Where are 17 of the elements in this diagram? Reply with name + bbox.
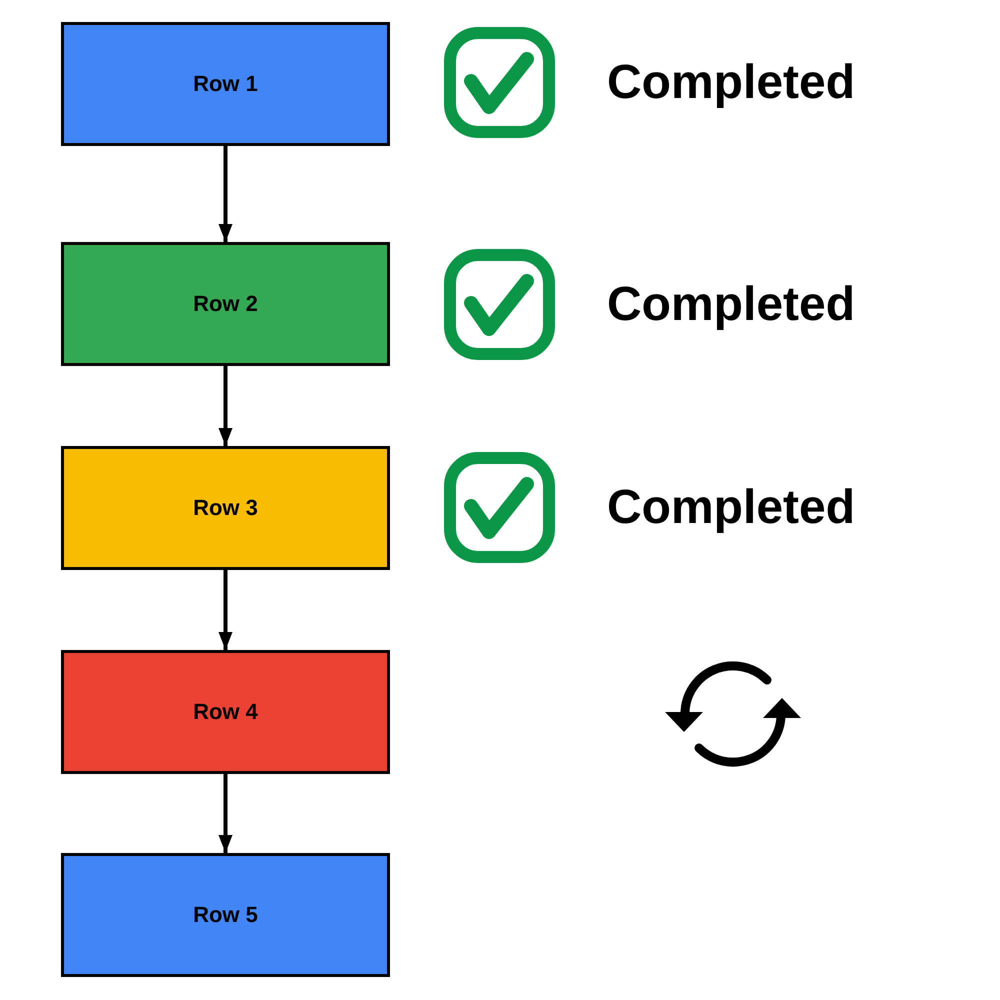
status-text: Completed [607, 280, 856, 328]
process-box [61, 242, 390, 366]
process-box [61, 22, 390, 146]
box-label: Row 1 [193, 70, 258, 98]
arrow [218, 570, 232, 650]
process-box [61, 446, 390, 570]
box-label: Row 2 [193, 290, 258, 318]
arrow [218, 366, 232, 446]
box-label: Row 3 [193, 494, 258, 522]
arrow [218, 774, 232, 853]
status-text: Completed [607, 58, 856, 106]
box-label: Row 4 [193, 698, 258, 726]
process-box [61, 650, 390, 774]
box-label: Row 5 [193, 901, 258, 929]
process-box [61, 853, 390, 977]
status-text: Completed [607, 484, 856, 532]
arrow [218, 146, 232, 242]
